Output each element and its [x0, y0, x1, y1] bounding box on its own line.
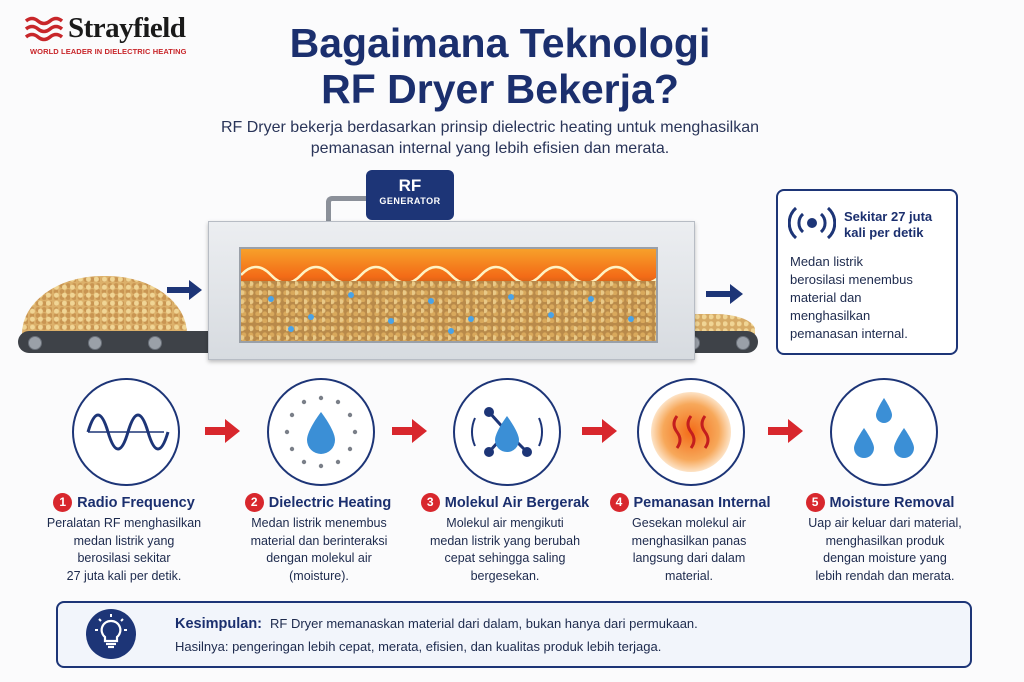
step-title-text: Molekul Air Bergerak: [444, 495, 590, 511]
arrow-right-icon: [768, 419, 803, 443]
step-3-circle: [453, 378, 561, 486]
conclusion-text-1: RF Dryer memanaskan material dari dalam,…: [270, 616, 698, 631]
brand-name: Strayfield: [68, 12, 186, 44]
raw-material-pile: [22, 276, 187, 334]
arrow-right-icon: [392, 419, 427, 443]
frequency-info-box: Sekitar 27 juta kali per detik Medan lis…: [776, 189, 958, 355]
title-line-1: Bagaimana Teknologi: [289, 20, 711, 66]
generator-rf-label: RF: [398, 176, 422, 195]
info-body: Medan listrik berosilasi menembus materi…: [790, 253, 946, 343]
generator-pipe: [326, 196, 373, 223]
info-heading: Sekitar 27 juta kali per detik: [844, 209, 932, 241]
conclusion-line-1: Kesimpulan: RF Dryer memanaskan material …: [175, 616, 698, 632]
desc-line: material.: [665, 568, 713, 583]
conclusion-line-2: Hasilnya: pengeringan lebih cepat, merat…: [175, 639, 662, 654]
desc-line: dengan moisture yang: [823, 551, 947, 565]
desc-line: Peralatan RF menghasilkan: [46, 516, 202, 530]
lightbulb-icon-badge: [86, 609, 136, 659]
step-3-description: Molekul air mengikuti medan listrik yang…: [410, 515, 600, 585]
step-title-text: Moisture Removal: [829, 495, 955, 511]
page-title: Bagaimana Teknologi RF Dryer Bekerja?: [200, 20, 800, 112]
step-number: 1: [53, 493, 73, 512]
desc-line: lebih rendah dan merata.: [815, 568, 955, 583]
step-4-description: Gesekan molekul air menghasilkan panas l…: [594, 515, 784, 585]
conclusion-box: Kesimpulan: RF Dryer memanaskan material …: [56, 601, 972, 668]
step-1-circle: [72, 378, 180, 486]
desc-line: bergesekan.: [470, 568, 540, 583]
step-5-circle: [830, 378, 938, 486]
desc-line: langsung dari dalam: [632, 551, 746, 565]
desc-line: menghasilkan produk: [825, 533, 945, 548]
rf-generator: RF GENERATOR: [366, 170, 454, 220]
step-number: 3: [420, 493, 440, 512]
roller: [736, 336, 750, 350]
info-body-line: berosilasi menembus: [790, 272, 913, 287]
arrow-right-icon: [582, 419, 617, 443]
step-2-circle: [267, 378, 375, 486]
heat-icon: [651, 392, 731, 472]
step-title-text: Pemanasan Internal: [633, 495, 771, 511]
step-1-description: Peralatan RF menghasilkan medan listrik …: [29, 515, 219, 585]
brand-tagline: WORLD LEADER IN DIELECTRIC HEATING: [30, 47, 187, 56]
sine-wave-icon: [86, 413, 170, 451]
subtitle-line-1: RF Dryer bekerja berdasarkan prinsip die…: [220, 119, 760, 136]
step-2-description: Medan listrik menembus material dan beri…: [224, 515, 414, 585]
step-number: 4: [609, 493, 629, 512]
step-title-text: Dielectric Heating: [268, 495, 392, 511]
subtitle-line-2: pemanasan internal yang lebih efisien da…: [310, 140, 670, 157]
arrow-right-icon: [205, 419, 240, 443]
roller: [28, 336, 42, 350]
water-molecule-icon: [470, 407, 544, 457]
radio-wave-icon: [788, 206, 836, 240]
desc-line: Molekul air mengikuti: [446, 516, 564, 530]
step-4-circle: [637, 378, 745, 486]
step-5-description: Uap air keluar dari material, menghasilk…: [790, 515, 980, 585]
conclusion-label: Kesimpulan:: [175, 616, 263, 632]
brand-logo: Strayfield WORLD LEADER IN DIELECTRIC HE…: [24, 12, 224, 56]
desc-line: cepat sehingga saling: [444, 551, 566, 565]
desc-line: Gesekan molekul air: [632, 516, 746, 530]
title-line-2: RF Dryer Bekerja?: [321, 66, 679, 112]
desc-line: (moisture).: [289, 568, 349, 583]
water-drop-icon: [284, 395, 358, 469]
lightbulb-icon: [95, 614, 127, 649]
desc-line: berosilasi sekitar: [77, 551, 171, 565]
info-body-line: Medan listrik: [790, 254, 863, 269]
arrow-right-icon: [167, 280, 202, 300]
generator-label: GENERATOR: [379, 196, 441, 206]
water-droplets-icon: [854, 398, 914, 458]
material-in-chamber: [241, 281, 656, 341]
desc-line: dengan molekul air: [266, 551, 372, 565]
moisture-drops-icon: [268, 292, 634, 334]
desc-line: material dan berinteraksi: [250, 533, 388, 548]
info-heading-line-1: Sekitar 27 juta: [844, 209, 933, 224]
desc-line: 27 juta kali per detik.: [66, 568, 182, 583]
roller: [148, 336, 162, 350]
desc-line: Medan listrik menembus: [251, 516, 387, 530]
info-body-line: material dan: [790, 290, 862, 305]
step-number: 2: [244, 493, 264, 512]
desc-line: medan listrik yang berubah: [429, 533, 581, 548]
roller: [88, 336, 102, 350]
desc-line: medan listrik yang: [73, 533, 175, 548]
info-body-line: pemanasan internal.: [790, 326, 908, 341]
step-number: 5: [805, 493, 825, 512]
desc-line: menghasilkan panas: [631, 533, 747, 548]
desc-line: Uap air keluar dari material,: [808, 516, 962, 530]
arrow-right-icon: [706, 284, 743, 304]
page-subtitle: RF Dryer bekerja berdasarkan prinsip die…: [180, 117, 800, 159]
step-title-text: Radio Frequency: [77, 495, 195, 511]
heating-chamber: [239, 247, 658, 343]
heat-waves-logo-icon: [24, 16, 64, 42]
info-body-line: menghasilkan: [790, 308, 871, 323]
info-heading-line-2: kali per detik: [844, 225, 924, 240]
